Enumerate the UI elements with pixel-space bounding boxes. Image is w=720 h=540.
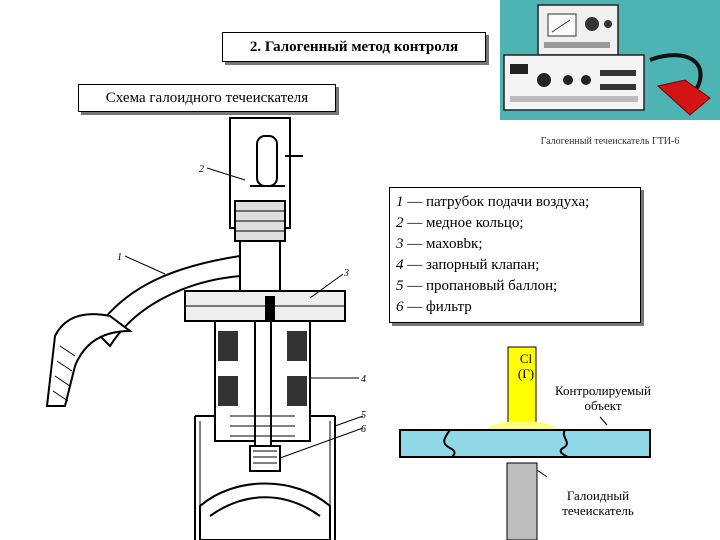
scheme-subtitle: Схема галоидного течеискателя	[78, 84, 336, 112]
callout-3: 3	[343, 268, 349, 279]
legend-item: 6 — фильтр	[396, 299, 472, 315]
callout-1: 1	[117, 252, 122, 263]
callout-2: 2	[199, 164, 204, 175]
leak-detector-drawing: 1 2 3 4 5 6	[35, 116, 370, 540]
callout-5: 5	[361, 410, 366, 421]
device-photo	[500, 0, 720, 120]
legend-item: 4 — запорный клапан;	[396, 257, 540, 273]
nozzle	[256, 135, 278, 187]
inspected-object	[399, 429, 651, 458]
slide-title: 2. Галогенный метод контроля	[222, 32, 486, 62]
filter	[249, 445, 281, 472]
principle-scheme	[399, 346, 651, 540]
halogen-gas-column	[507, 346, 537, 426]
knob-icon	[537, 73, 551, 87]
legend-item: 1 — патрубок подачи воздуха;	[396, 194, 590, 210]
legend-item: 3 — маховbк;	[396, 236, 483, 252]
slide-title-text: 2. Галогенный метод контроля	[249, 39, 459, 55]
photo-caption: Галогенный течеискатель ГТИ-6	[540, 136, 680, 147]
callout-4: 4	[361, 374, 366, 385]
air-inlet-pipe	[45, 313, 133, 407]
legend-item: 5 — пропановый баллон;	[396, 278, 558, 294]
gas-label: Cl (Г)	[517, 351, 535, 381]
scheme-subtitle-text: Схема галоидного течеискателя	[105, 90, 309, 106]
legend-item: 2 — медное кольцо;	[396, 215, 524, 231]
leak-detector-probe	[506, 462, 538, 540]
legend-box: 1 — патрубок подачи воздуха; 2 — медное …	[389, 187, 641, 323]
propane-cylinder	[194, 415, 336, 540]
probe-handle-icon	[656, 79, 711, 116]
callout-6: 6	[361, 424, 366, 435]
detector-label: Галоидный течеискатель	[562, 488, 634, 518]
knob-icon	[585, 17, 599, 31]
object-label: Контролируемый объект	[555, 383, 651, 413]
air-inlet-hose	[93, 254, 241, 348]
